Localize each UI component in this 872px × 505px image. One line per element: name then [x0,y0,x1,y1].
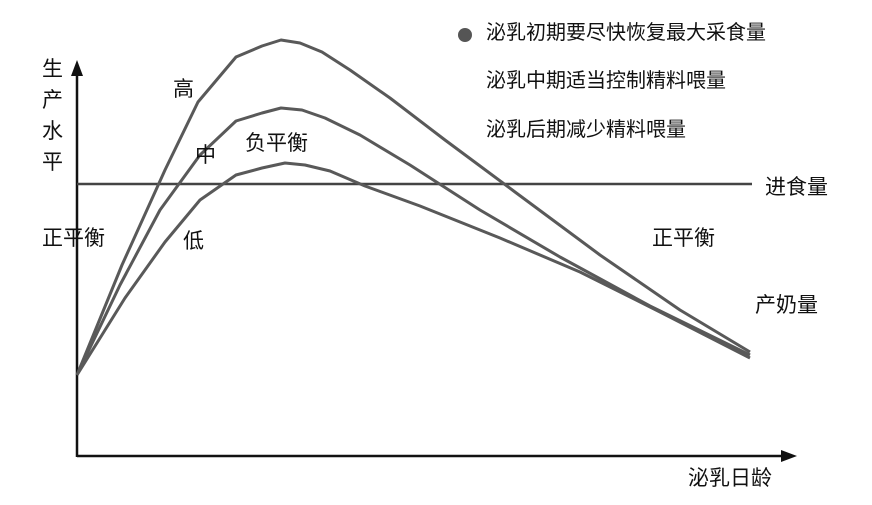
y-axis-arrow [71,60,83,76]
label-milk-yield: 产奶量 [755,293,818,317]
y-label-char-1: 生 [42,57,63,81]
label-positive-balance-right: 正平衡 [652,226,715,250]
label-intake: 进食量 [765,175,828,199]
note-late: 泌乳后期减少精料喂量 [486,117,686,141]
y-label-char-2: 产 [42,88,63,112]
note-early: 泌乳初期要尽快恢复最大采食量 [486,20,766,44]
x-axis-label: 泌乳日龄 [688,466,772,490]
note-mid: 泌乳中期适当控制精料喂量 [486,68,726,92]
y-label-char-3: 水 [42,119,63,143]
curve-high [75,38,751,376]
x-axis-arrow [781,450,797,462]
label-high: 高 [173,77,194,101]
note-bullet [458,28,472,42]
label-mid: 中 [195,143,216,167]
curve-mid [75,106,751,376]
label-negative-balance: 负平衡 [245,131,308,155]
label-positive-balance-left: 正平衡 [42,226,105,250]
curve-low [75,161,751,376]
y-label-char-4: 平 [42,150,63,174]
label-low: 低 [183,229,204,253]
